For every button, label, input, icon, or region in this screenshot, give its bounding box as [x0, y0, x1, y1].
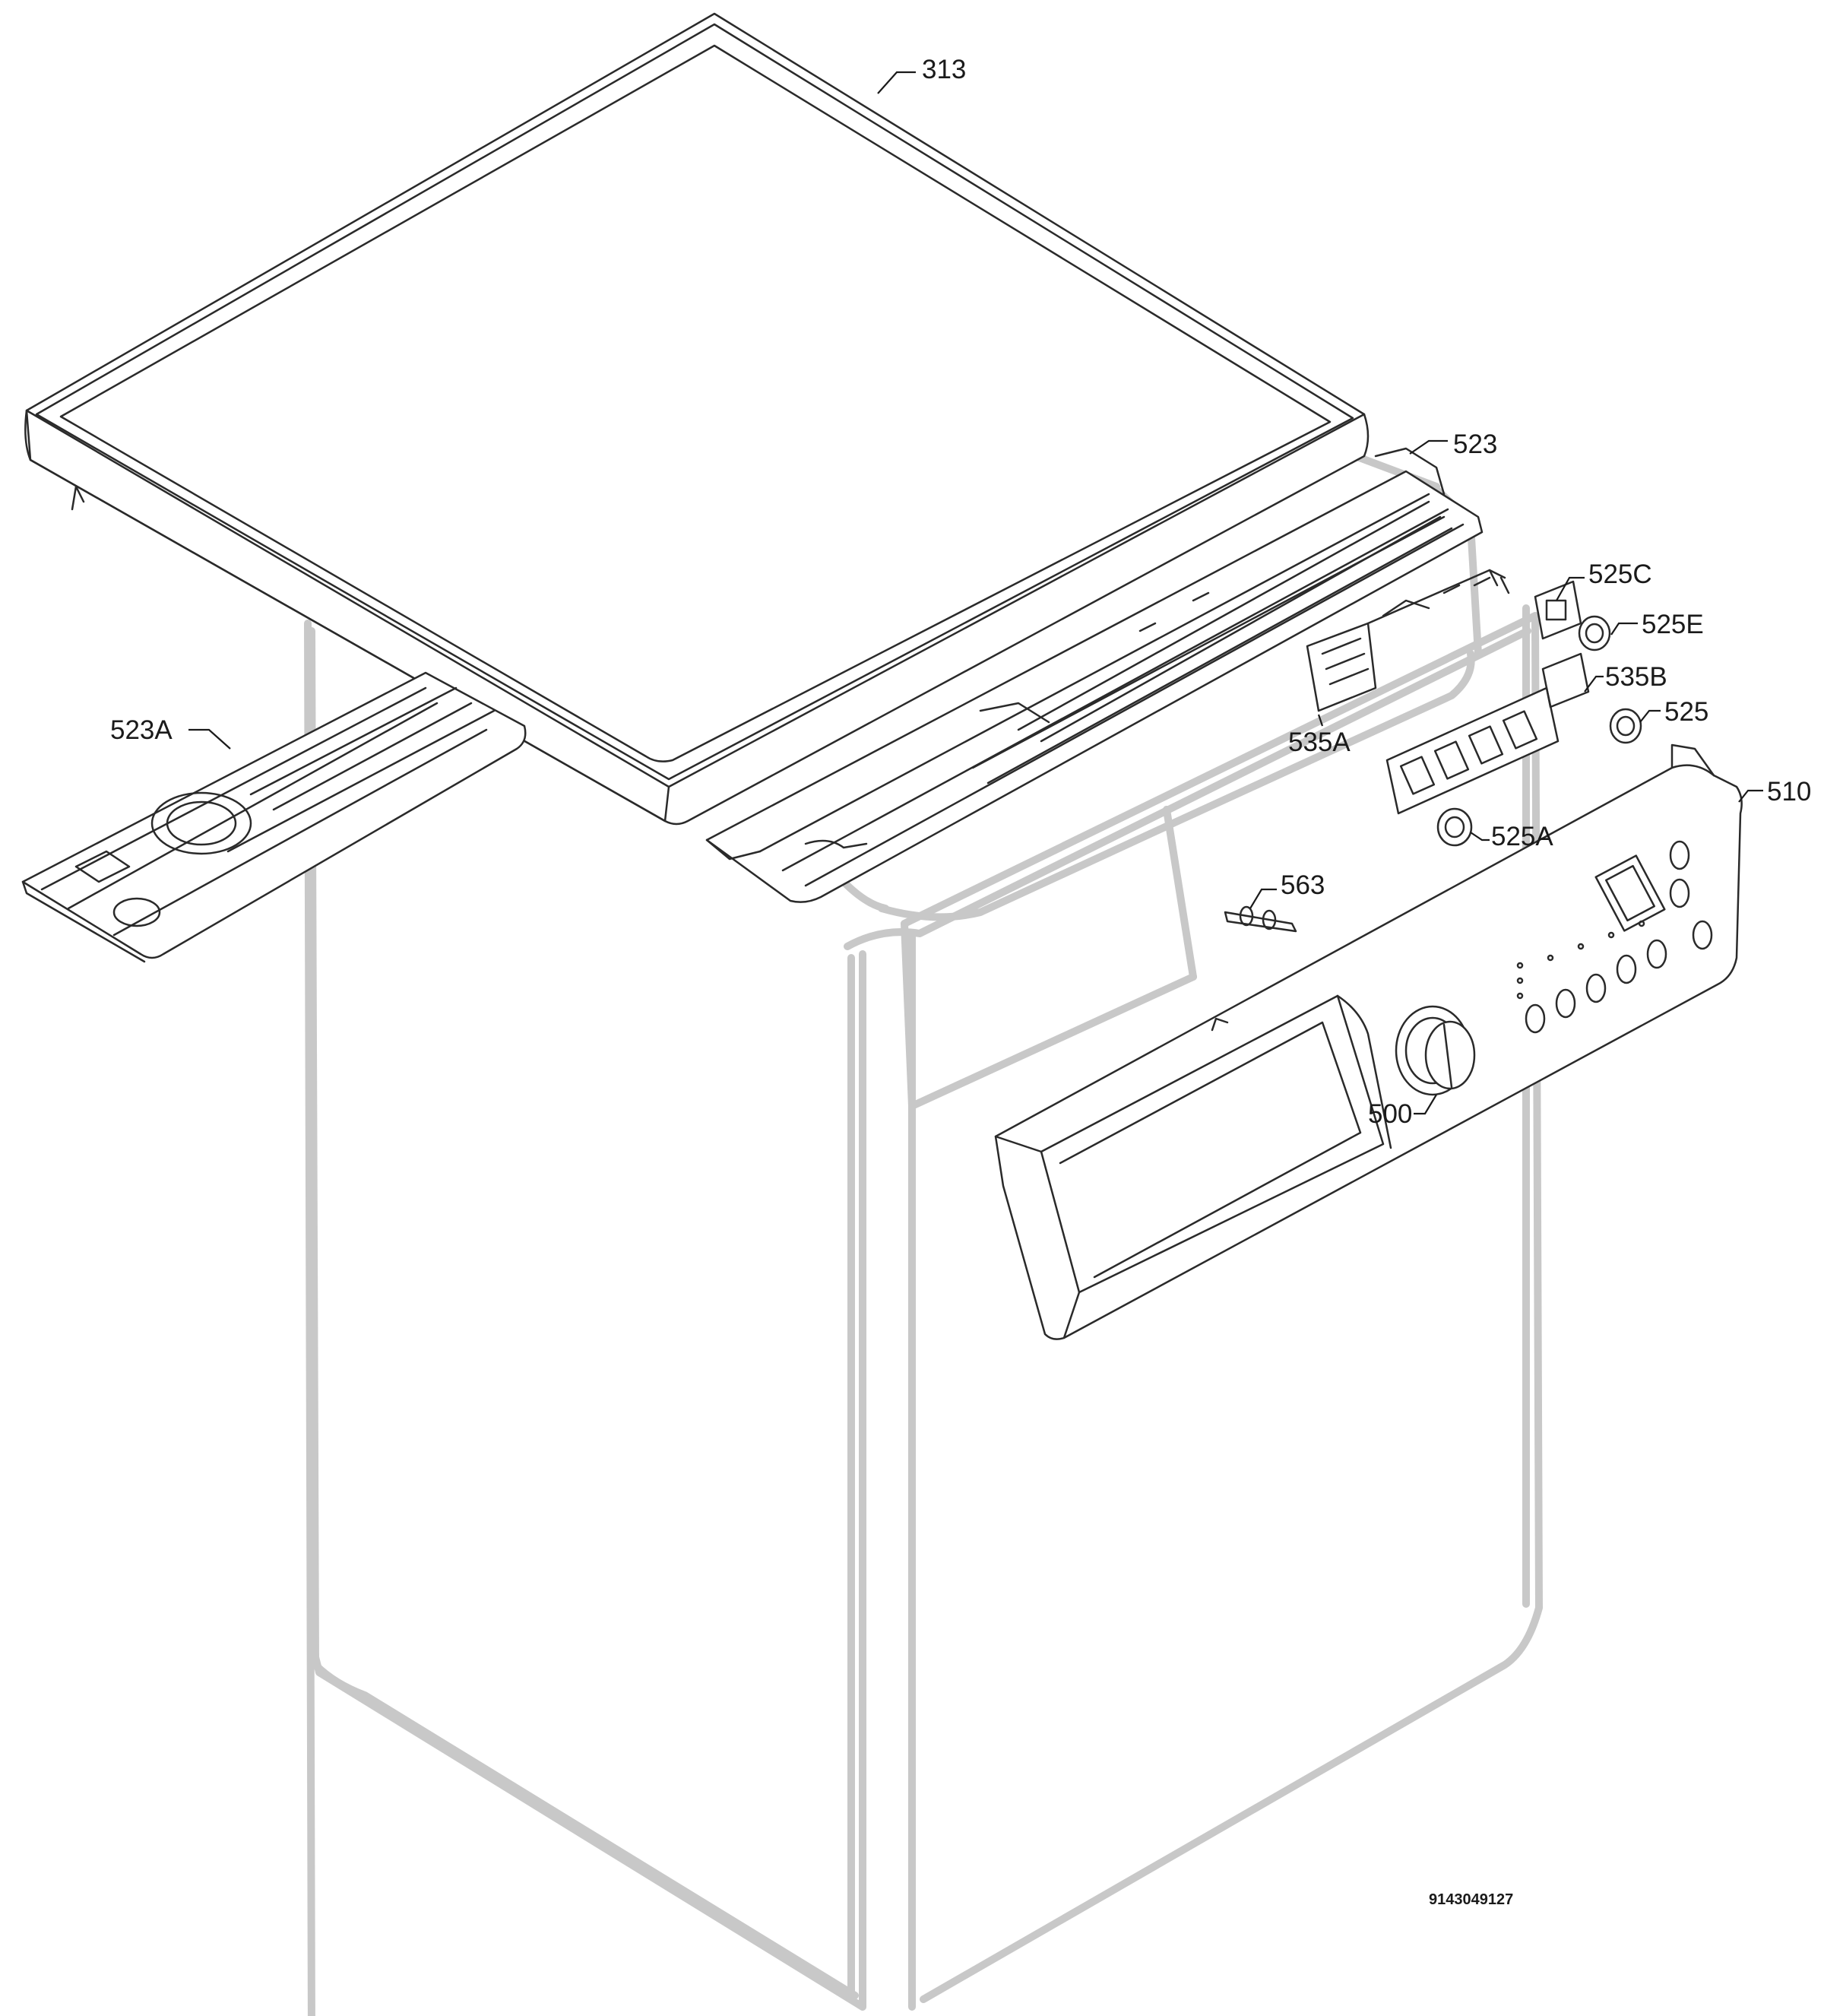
- control-board-535A: [1306, 569, 1510, 712]
- button-525E: [1578, 615, 1611, 651]
- program-knob-500: [1395, 1005, 1476, 1096]
- callout-525: 525: [1664, 697, 1708, 727]
- drawing-code: 9143049127: [1429, 1891, 1513, 1908]
- callout-525A: 525A: [1491, 822, 1553, 851]
- button-525A: [1436, 807, 1473, 847]
- callout-labels: 313 523 523A 525C 525E 535B 525 535A 510…: [110, 55, 1811, 1129]
- callout-535B: 535B: [1605, 662, 1667, 692]
- bracket-525C: [1534, 580, 1582, 640]
- callout-510: 510: [1767, 777, 1811, 807]
- callout-523A: 523A: [110, 715, 173, 745]
- pin-563: [1224, 905, 1297, 933]
- rail-523A: [21, 671, 527, 963]
- leader-lines: [188, 71, 1763, 1115]
- top-lid-313: [24, 12, 1370, 826]
- button-525: [1609, 708, 1642, 744]
- callout-535A: 535A: [1288, 727, 1351, 757]
- callout-523: 523: [1453, 430, 1497, 459]
- callout-500: 500: [1368, 1099, 1412, 1129]
- front-panel-510: [994, 743, 1743, 1340]
- callout-525E: 525E: [1642, 610, 1704, 639]
- led-board-535B: [1385, 652, 1590, 815]
- callout-525C: 525C: [1588, 559, 1652, 589]
- callout-563: 563: [1281, 870, 1325, 900]
- rail-523: [705, 447, 1484, 903]
- callout-313: 313: [922, 55, 966, 84]
